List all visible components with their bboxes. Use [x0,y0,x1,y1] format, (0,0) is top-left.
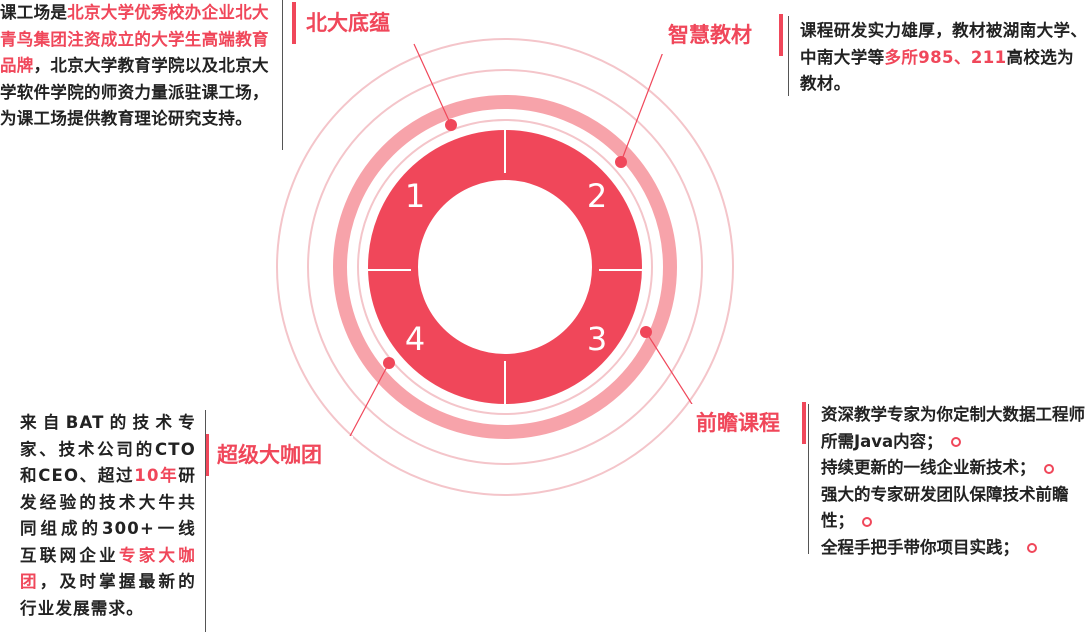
beida-text-rest: ，北京大学教育学院以及北京大学软件学院的师资力量派驻课工场，为课工场提供教育理论… [0,56,269,128]
zhihui-description: 课程研发实力雄厚，教材被湖南大学、中南大学等多所985、211高校选为教材。 [800,18,1088,98]
circle-bullet-icon [862,516,872,527]
tag-qianzhan: 前瞻课程 [690,402,806,444]
chaoji-highlight-1: 10年 [134,466,179,485]
chaoji-text-rest: ，及时掌握最新的行业发展需求。 [20,572,196,618]
separator-chaoji [205,410,206,632]
zhihui-highlight: 多所985、211 [884,47,1007,67]
tag-chaoji-label: 超级大咖团 [217,443,322,467]
qianzhan-item-2: 持续更新的一线企业新技术； [821,455,1088,482]
segment-number-3: 3 [586,320,608,358]
connector-beida [413,43,452,126]
circle-bullet-icon [1027,543,1037,553]
segment-number-2: 2 [586,177,608,215]
tag-qianzhan-label: 前瞻课程 [696,411,780,435]
segment-number-1: 1 [404,177,426,215]
circle-bullet-icon [1043,463,1054,474]
tag-chaoji: 超级大咖团 [205,434,353,476]
connector-zhihui [620,51,664,163]
beida-highlight-1: 北京大学优秀校办企业 [67,3,236,22]
zhihui-text-rest: 高校选为教材。 [800,47,1075,94]
chaoji-text-intro: 来自BAT的技术专家、技术公司的CTO和CEO、超过 [20,413,196,485]
qianzhan-description: 资深教学专家为你定制大数据工程师所需Java内容； 持续更新的一线企业新技术； … [821,402,1088,561]
tag-accent-bar [292,2,296,44]
zhihui-text-intro: 课程研发实力雄厚，教材被湖南大学、中南大学等 [800,21,1088,67]
chaoji-description: 来自BAT的技术专家、技术公司的CTO和CEO、超过10年研发经验的技术大牛共同… [20,410,196,622]
tag-zhihui-label: 智慧教材 [668,23,752,47]
dot-zhihui [615,156,627,168]
tag-beida: 北大底蕴 [292,2,416,44]
beida-highlight-2: 北大青鸟集团注资成立的大学生高端教育品牌 [0,3,269,75]
dot-beida [445,119,457,131]
qianzhan-item-1-text: 资深教学专家为你定制大数据工程师所需Java内容； [821,405,1085,451]
tag-accent-bar [779,14,783,56]
chaoji-highlight-2: 专家大咖团 [20,545,196,592]
separator-zhihui [788,16,789,96]
tag-beida-label: 北大底蕴 [306,11,390,35]
outer-ring [276,38,734,496]
qianzhan-item-2-text: 持续更新的一线企业新技术； [821,458,1036,477]
beida-text-intro: 课工场是 [0,3,68,22]
separator-beida [282,0,283,150]
connector-qianzhan [645,331,698,413]
segment-number-4: 4 [404,320,426,358]
qianzhan-item-4: 全程手把手带你项目实践； [821,535,1088,562]
tag-zhihui: 智慧教材 [660,14,783,56]
qianzhan-item-4-text: 全程手把手带你项目实践； [821,537,1019,557]
second-ring [307,69,703,465]
dot-chaoji [383,357,395,369]
qianzhan-item-1: 资深教学专家为你定制大数据工程师所需Java内容； [821,402,1088,455]
circle-bullet-icon [950,437,961,447]
dot-qianzhan [640,326,652,338]
connector-chaoji [347,362,390,441]
inner-ring [357,119,653,415]
tag-accent-bar [802,402,806,444]
chaoji-text-mid: 研发经验的技术大牛共同组成的300+一线互联网企业 [20,466,197,565]
separator-qianzhan [808,404,809,554]
qianzhan-item-3: 强大的专家研发团队保障技术前瞻性； [821,482,1088,535]
tag-accent-bar [205,434,209,476]
qianzhan-item-3-text: 强大的专家研发团队保障技术前瞻性； [821,484,1069,531]
beida-description: 课工场是北京大学优秀校办企业北大青鸟集团注资成立的大学生高端教育品牌，北京大学教… [0,0,272,133]
pink-thick-ring [333,95,677,439]
